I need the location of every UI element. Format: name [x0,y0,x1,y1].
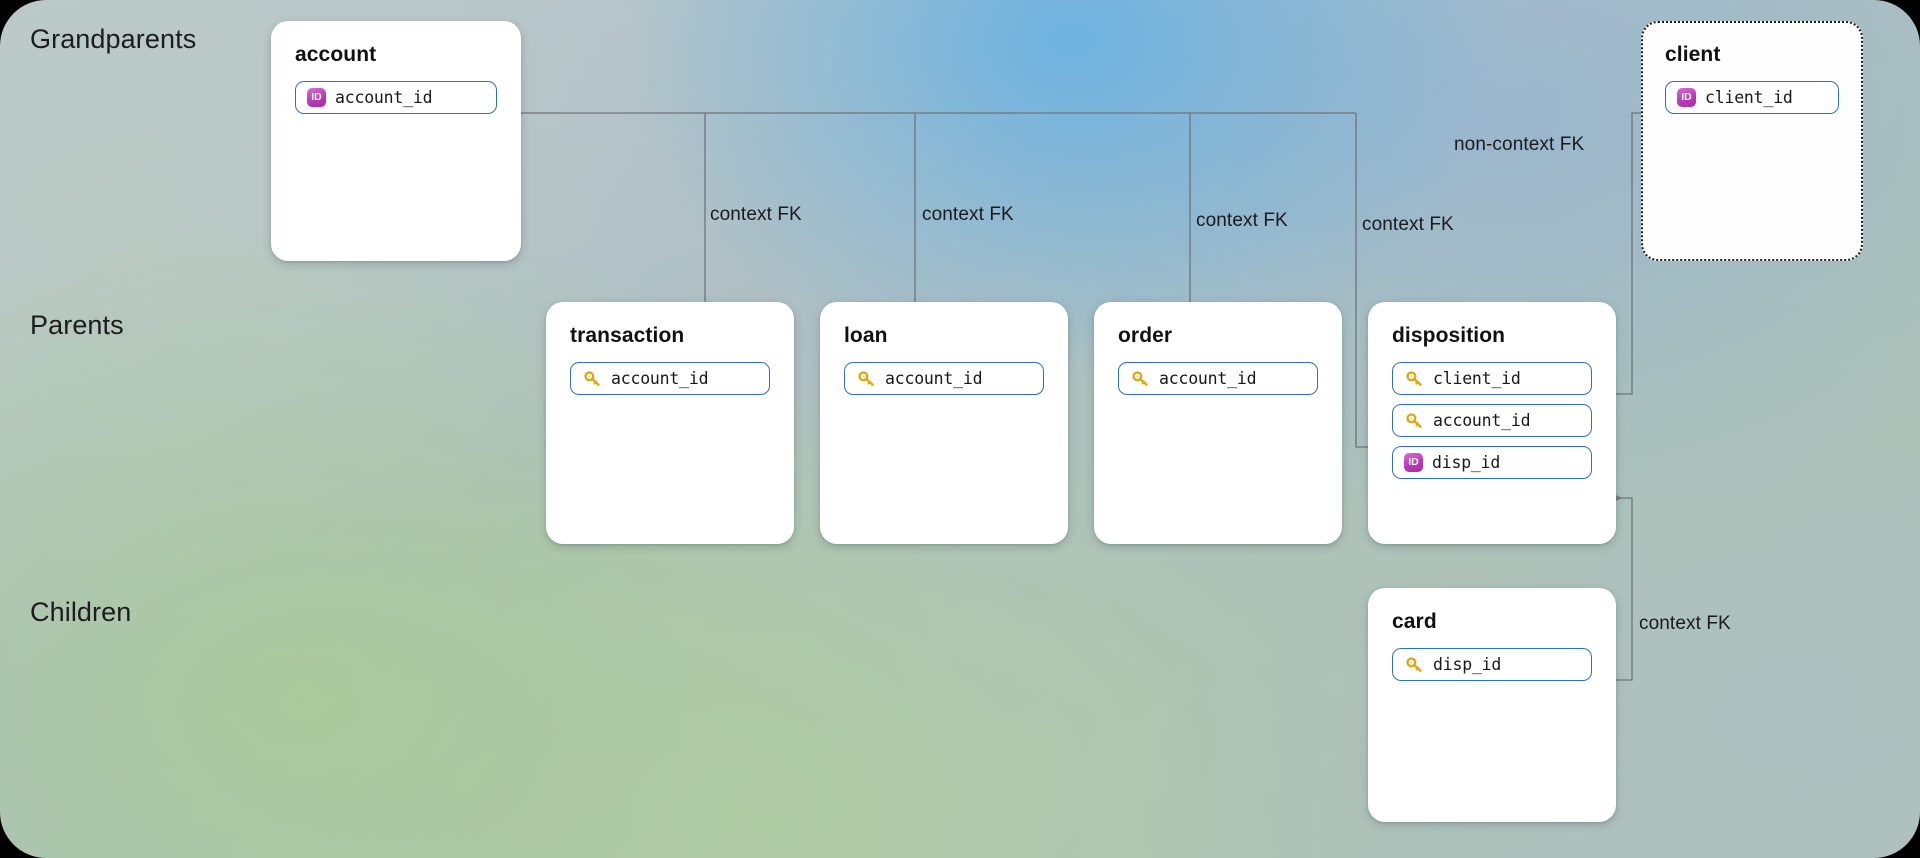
edge-label-context-fk-card: context FK [1639,613,1731,634]
edge-label-context-fk-disposition: context FK [1362,214,1454,235]
field-label: account_id [1433,411,1531,430]
key-icon [1404,655,1424,674]
table-title-client: client [1665,43,1721,66]
table-title-order: order [1118,324,1173,347]
field-label: client_id [1433,369,1521,388]
table-card-loan[interactable]: loan account_id [820,302,1068,544]
table-card-disposition[interactable]: disposition client_id [1368,302,1616,544]
edge-label-context-fk-loan: context FK [922,204,1014,225]
table-card-account[interactable]: account ID account_id [271,21,521,261]
table-title-disposition: disposition [1392,324,1506,347]
field-transaction-account-id[interactable]: account_id [570,362,770,395]
field-label: disp_id [1432,453,1501,472]
row-label-children: Children [30,597,132,627]
key-icon [1130,369,1150,388]
id-badge-icon: ID [307,88,326,107]
table-title-transaction: transaction [570,324,685,347]
field-loan-account-id[interactable]: account_id [844,362,1044,395]
field-label: disp_id [1433,655,1502,674]
table-title-loan: loan [844,324,888,347]
field-label: client_id [1705,88,1793,107]
key-icon [582,369,602,388]
table-card-transaction[interactable]: transaction account_id [546,302,794,544]
field-disposition-account-id[interactable]: account_id [1392,404,1592,437]
table-card-order[interactable]: order account_id [1094,302,1342,544]
field-label: account_id [335,88,433,107]
field-label: account_id [885,369,983,388]
edge-label-non-context-fk-client: non-context FK [1454,134,1585,155]
row-label-grandparents: Grandparents [30,24,197,54]
field-disposition-client-id[interactable]: client_id [1392,362,1592,395]
field-order-account-id[interactable]: account_id [1118,362,1318,395]
edge-label-context-fk-transaction: context FK [710,204,802,225]
table-card-client[interactable]: client ID client_id [1641,21,1863,261]
field-disposition-disp-id[interactable]: ID disp_id [1392,446,1592,479]
field-label: account_id [611,369,709,388]
id-badge-icon: ID [1677,88,1696,107]
row-label-parents: Parents [30,310,124,340]
field-label: account_id [1159,369,1257,388]
table-card-card[interactable]: card disp_id [1368,588,1616,822]
field-account-account-id[interactable]: ID account_id [295,81,497,114]
table-title-card: card [1392,610,1437,633]
key-icon [856,369,876,388]
field-card-disp-id[interactable]: disp_id [1392,648,1592,681]
key-icon [1404,411,1424,430]
key-icon [1404,369,1424,388]
id-badge-icon: ID [1404,453,1423,472]
edge-label-context-fk-order: context FK [1196,210,1288,231]
field-client-client-id[interactable]: ID client_id [1665,81,1839,114]
table-title-account: account [295,43,377,66]
